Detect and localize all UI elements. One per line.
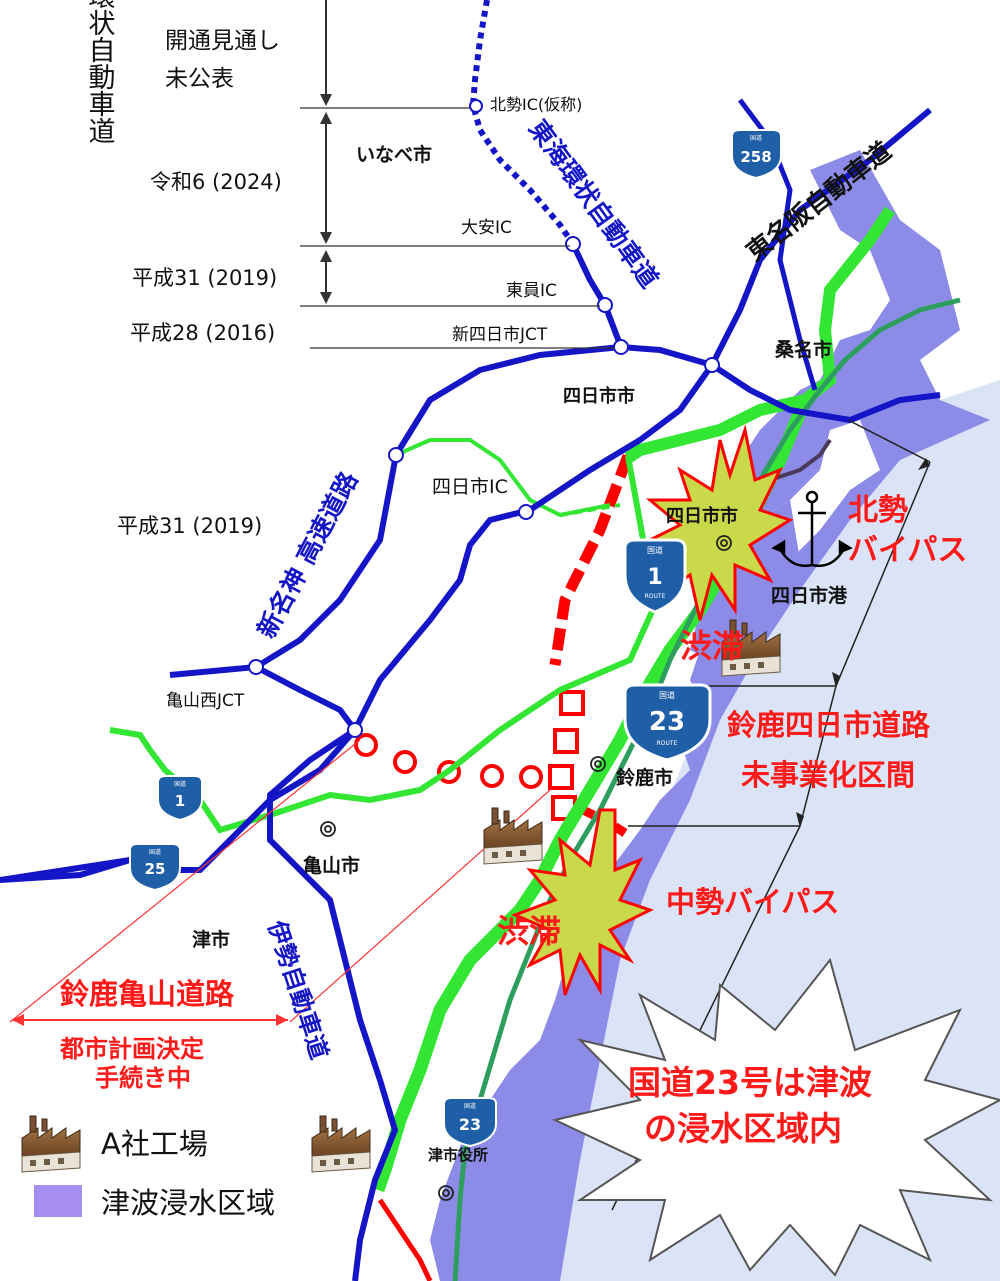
route-shield-258: 国道 258 <box>731 129 782 180</box>
label-hokusei-bypass-2: バイパス <box>848 533 967 568</box>
kuwana-connector <box>769 438 832 482</box>
tsunami-zone-inland <box>690 500 800 660</box>
route-shield-1-small: 国道 1 <box>157 775 203 822</box>
label-suzuka-kameyama: 鈴鹿亀山道路 <box>60 977 235 1011</box>
place-inabe: いなべ市 <box>356 143 432 166</box>
legend-tsunami-label: 津波浸水区域 <box>101 1186 275 1220</box>
place-suzuka: 鈴鹿市 <box>616 766 673 789</box>
svg-text:ROUTE: ROUTE <box>657 740 678 747</box>
place-tsu: 津市 <box>192 928 230 951</box>
svg-text:国道: 国道 <box>464 1102 476 1110</box>
tsunami-callout-starburst <box>551 957 1000 1277</box>
factory-icon-suzuka <box>483 807 543 865</box>
timeline-year-2019: 平成31 (2019) <box>132 266 277 290</box>
ic-toin: 東員IC <box>506 281 557 301</box>
label-planning-2: 手続き中 <box>95 1064 191 1092</box>
shin-meishin <box>169 344 622 678</box>
route-shield-25: 国道 25 <box>129 843 181 892</box>
place-yokkaichi-area: 四日市市 <box>563 385 635 407</box>
tokai-kanjo-solid <box>570 242 624 349</box>
tsunami-legend-swatch <box>34 1185 82 1217</box>
road-label-shin-meishin: 新名神 高速道路 <box>252 466 364 643</box>
timeline-diagram <box>300 0 615 349</box>
svg-text:23: 23 <box>459 1115 481 1134</box>
svg-text:23: 23 <box>649 707 685 737</box>
svg-text:国道: 国道 <box>647 545 663 555</box>
ic-kameyama-nishi-jct: 亀山西JCT <box>166 691 245 711</box>
svg-text:国道: 国道 <box>659 690 675 700</box>
road-label-tokai-kanjo: 東海環状自動車道 <box>523 114 664 293</box>
label-congestion-north: 渋滞 <box>680 627 744 665</box>
route-green-dashed <box>559 503 621 517</box>
section-lines <box>611 419 931 1211</box>
tokai-kanjo-vertical-title: 東海環状自動車道 <box>84 0 116 144</box>
route-1-green-south <box>109 455 659 834</box>
city-marks <box>320 535 732 1201</box>
ic-shin-yokkaichi-jct: 新四日市JCT <box>452 325 548 345</box>
svg-text:ROUTE: ROUTE <box>645 593 666 600</box>
factory-icon-tsu <box>311 1115 371 1173</box>
timeline-year-2024: 令和6 (2024) <box>150 170 282 194</box>
label-hokusei-bypass-1: 北勢 <box>848 493 908 528</box>
label-congestion-south: 渋滞 <box>497 912 561 950</box>
route-shield-23-small: 国道 23 <box>443 1097 497 1148</box>
svg-text:東海環状自動車道: 東海環状自動車道 <box>84 0 116 144</box>
svg-text:25: 25 <box>145 860 166 878</box>
label-chusei-bypass: 中勢バイパス <box>666 885 839 919</box>
ic-daian: 大安IC <box>461 218 512 238</box>
tokai-kanjo-dotted <box>469 0 576 246</box>
place-kameyama: 亀山市 <box>303 854 360 877</box>
label-suzuka-yokkaichi-1: 鈴鹿四日市道路 <box>727 708 931 742</box>
ic-yokkaichi: 四日市IC <box>432 476 508 498</box>
timeline-year-2016: 平成28 (2016) <box>130 321 275 345</box>
timeline-status-line1: 開通見通し <box>165 28 280 54</box>
ise-expressway <box>267 727 399 1281</box>
chusei-bypass-red <box>377 1198 433 1281</box>
svg-text:1: 1 <box>175 792 185 810</box>
anchor-icon <box>771 490 853 568</box>
place-kuwana: 桑名市 <box>775 338 832 361</box>
svg-text:国道: 国道 <box>750 134 762 142</box>
label-tsunami-1: 国道23号は津波 <box>628 1063 872 1102</box>
legend-factory-label: A社工場 <box>101 1127 208 1161</box>
timeline-status-line2: 未公表 <box>165 66 234 92</box>
shin-meishin-year: 平成31 (2019) <box>117 514 262 538</box>
hokusei-bypass-dashed <box>549 454 634 666</box>
place-tsu-office: 津市役所 <box>428 1146 488 1164</box>
congestion-burst-south <box>510 808 654 996</box>
ic-hokusei: 北勢IC(仮称) <box>490 95 582 114</box>
higashi-meihan <box>0 107 932 883</box>
svg-text:258: 258 <box>740 148 771 166</box>
route-25-blue <box>0 857 131 883</box>
place-yokkaichi-city: 四日市市 <box>666 505 738 527</box>
place-yokkaichi-port: 四日市港 <box>771 584 848 607</box>
higashi-meihan-north <box>620 344 941 424</box>
factory-icon-legend <box>21 1115 81 1173</box>
route-shield-1-large: 国道 1 ROUTE <box>623 538 687 614</box>
route-shield-23-large: 国道 23 ROUTE <box>623 683 712 762</box>
kameyama-link <box>254 664 358 732</box>
interchange-nodes <box>248 99 720 738</box>
svg-text:国道: 国道 <box>149 848 161 856</box>
label-suzuka-yokkaichi-2: 未事業化区間 <box>741 758 915 792</box>
svg-text:国道: 国道 <box>174 780 186 788</box>
label-tsunami-2: の浸水区域内 <box>644 1109 842 1148</box>
svg-text:1: 1 <box>647 565 662 590</box>
suzuka-kameyama-road-circles <box>354 733 543 789</box>
label-planning-1: 都市計画決定 <box>59 1035 204 1063</box>
section-arrowheads <box>796 458 930 828</box>
road-label-ise: 伊勢自動車道 <box>262 916 333 1063</box>
